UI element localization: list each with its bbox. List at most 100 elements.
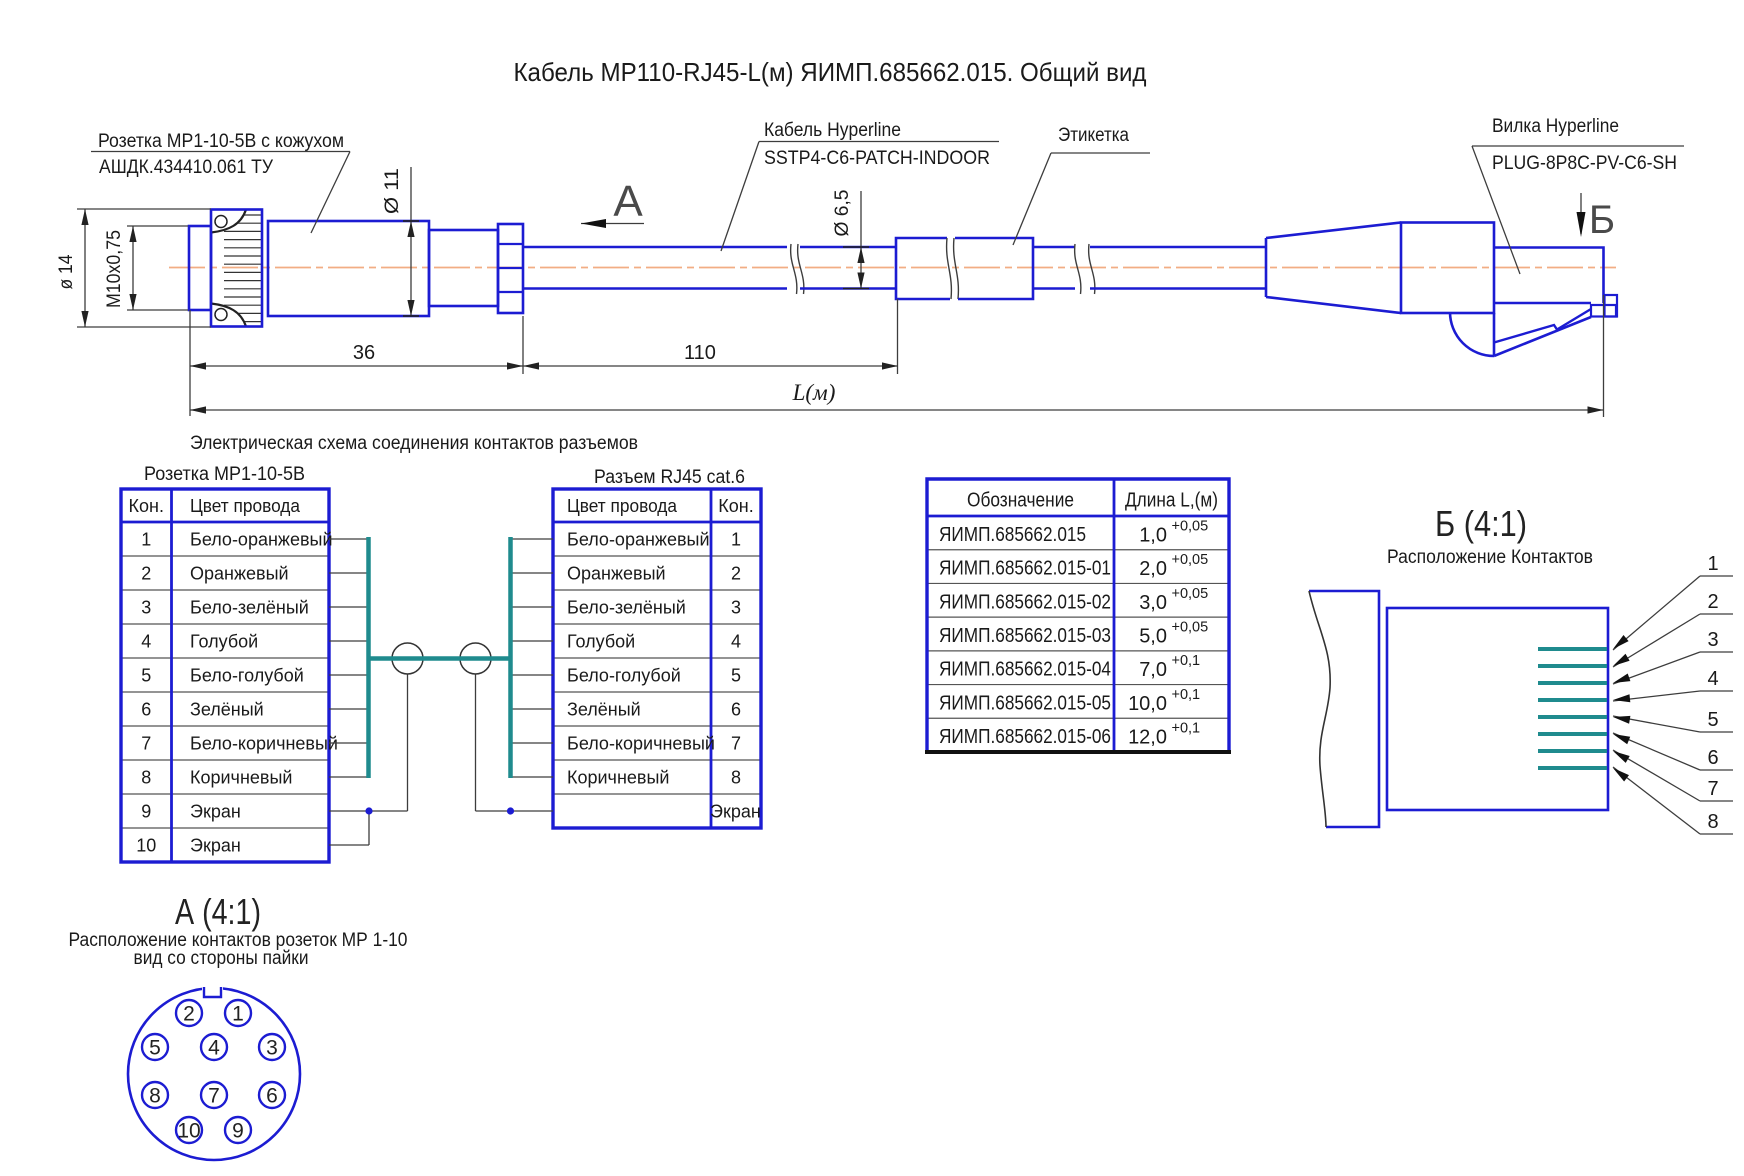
svg-text:3,0: 3,0 bbox=[1139, 592, 1167, 614]
svg-text:10,0: 10,0 bbox=[1128, 693, 1167, 715]
svg-text:Бело-голубой: Бело-голубой bbox=[567, 666, 681, 686]
svg-text:Расположение контактов розеток: Расположение контактов розеток МР 1-10 bbox=[69, 930, 408, 951]
svg-text:5: 5 bbox=[141, 666, 151, 686]
svg-text:+0,1: +0,1 bbox=[1172, 721, 1201, 737]
svg-text:Кабель Hyperline: Кабель Hyperline bbox=[764, 120, 901, 141]
svg-text:Электрическая схема соединения: Электрическая схема соединения контактов… bbox=[190, 433, 638, 454]
svg-text:Кон.: Кон. bbox=[718, 496, 753, 516]
svg-text:Экран: Экран bbox=[710, 802, 761, 822]
svg-text:3: 3 bbox=[731, 598, 741, 618]
svg-text:ЯИМП.685662.015: ЯИМП.685662.015 bbox=[939, 524, 1086, 546]
svg-text:8: 8 bbox=[1707, 811, 1718, 833]
svg-text:АШДК.434410.061 ТУ: АШДК.434410.061 ТУ bbox=[99, 157, 274, 178]
svg-text:Розетка МР1-10-5В с кожухом: Розетка МР1-10-5В с кожухом bbox=[98, 131, 344, 152]
svg-text:ЯИМП.685662.015-03: ЯИМП.685662.015-03 bbox=[939, 625, 1111, 647]
svg-text:+0,05: +0,05 bbox=[1172, 518, 1209, 534]
svg-text:12,0: 12,0 bbox=[1128, 727, 1167, 749]
svg-text:Этикетка: Этикетка bbox=[1058, 125, 1129, 146]
svg-text:Зелёный: Зелёный bbox=[567, 700, 641, 720]
svg-text:7: 7 bbox=[1707, 778, 1718, 800]
svg-text:вид со стороны пайки: вид со стороны пайки bbox=[134, 948, 309, 969]
svg-text:1: 1 bbox=[141, 530, 151, 550]
svg-text:Бело-оранжевый: Бело-оранжевый bbox=[190, 530, 333, 550]
svg-text:Бело-коричневый: Бело-коричневый bbox=[567, 734, 715, 754]
svg-text:+0,05: +0,05 bbox=[1172, 586, 1209, 602]
svg-text:Оранжевый: Оранжевый bbox=[567, 564, 666, 584]
svg-text:Кабель МР110-RJ45-L(м) ЯИМП.: Кабель МР110-RJ45-L(м) ЯИМП.685662.015. … bbox=[514, 57, 1147, 87]
svg-text:1,0: 1,0 bbox=[1139, 524, 1167, 546]
svg-text:Длина L,(м): Длина L,(м) bbox=[1125, 490, 1218, 512]
svg-text:Цвет провода: Цвет провода bbox=[190, 496, 301, 516]
svg-text:А: А bbox=[613, 177, 643, 226]
svg-text:Обозначение: Обозначение bbox=[967, 490, 1074, 512]
svg-text:Б (4:1): Б (4:1) bbox=[1435, 503, 1527, 544]
svg-text:1: 1 bbox=[1707, 553, 1718, 575]
svg-text:ЯИМП.685662.015-01: ЯИМП.685662.015-01 bbox=[939, 558, 1111, 580]
svg-text:5: 5 bbox=[731, 666, 741, 686]
svg-text:Голубой: Голубой bbox=[567, 632, 635, 652]
svg-text:1: 1 bbox=[232, 1003, 244, 1026]
svg-text:ЯИМП.685662.015-06: ЯИМП.685662.015-06 bbox=[939, 726, 1111, 748]
svg-text:Ø 6,5: Ø 6,5 bbox=[832, 190, 853, 237]
svg-text:7: 7 bbox=[141, 734, 151, 754]
svg-text:6: 6 bbox=[1707, 747, 1718, 769]
svg-text:3: 3 bbox=[1707, 629, 1718, 651]
svg-text:36: 36 bbox=[353, 342, 375, 364]
svg-text:6: 6 bbox=[731, 700, 741, 720]
svg-text:4: 4 bbox=[731, 632, 741, 652]
svg-text:Кон.: Кон. bbox=[129, 496, 164, 516]
svg-text:8: 8 bbox=[731, 768, 741, 788]
svg-text:Вилка Hyperline: Вилка Hyperline bbox=[1492, 116, 1619, 137]
svg-text:ЯИМП.685662.015-04: ЯИМП.685662.015-04 bbox=[939, 659, 1111, 681]
svg-text:4: 4 bbox=[141, 632, 151, 652]
svg-text:5: 5 bbox=[149, 1037, 161, 1060]
svg-text:9: 9 bbox=[141, 802, 151, 822]
svg-text:Экран: Экран bbox=[190, 802, 241, 822]
svg-text:8: 8 bbox=[149, 1085, 161, 1108]
svg-text:Ø 11: Ø 11 bbox=[382, 168, 403, 214]
svg-text:Экран: Экран bbox=[190, 836, 241, 856]
svg-text:Бело-оранжевый: Бело-оранжевый bbox=[567, 530, 710, 550]
svg-text:5: 5 bbox=[1707, 709, 1718, 731]
svg-text:2: 2 bbox=[1707, 591, 1718, 613]
svg-text:Розетка МР1-10-5В: Розетка МР1-10-5В bbox=[144, 464, 305, 485]
svg-text:М10х0,75: М10х0,75 bbox=[104, 230, 125, 308]
svg-text:8: 8 bbox=[141, 768, 151, 788]
svg-text:Цвет провода: Цвет провода bbox=[567, 496, 678, 516]
svg-text:Бело-зелёный: Бело-зелёный bbox=[190, 598, 309, 618]
svg-text:2,0: 2,0 bbox=[1139, 558, 1167, 580]
svg-text:3: 3 bbox=[141, 598, 151, 618]
svg-text:2: 2 bbox=[731, 564, 741, 584]
svg-text:2: 2 bbox=[141, 564, 151, 584]
svg-text:Бело-зелёный: Бело-зелёный bbox=[567, 598, 686, 618]
svg-text:А (4:1): А (4:1) bbox=[175, 891, 261, 932]
svg-text:+0,05: +0,05 bbox=[1172, 620, 1209, 636]
svg-text:+0,05: +0,05 bbox=[1172, 552, 1209, 568]
svg-text:4: 4 bbox=[208, 1037, 220, 1060]
svg-text:Бело-голубой: Бело-голубой bbox=[190, 666, 304, 686]
svg-text:1: 1 bbox=[731, 530, 741, 550]
svg-text:7: 7 bbox=[208, 1085, 220, 1108]
svg-text:Бело-коричневый: Бело-коричневый bbox=[190, 734, 338, 754]
svg-text:6: 6 bbox=[141, 700, 151, 720]
svg-text:Разъем RJ45 cat.6: Разъем RJ45 cat.6 bbox=[594, 467, 745, 488]
svg-text:ЯИМП.685662.015-02: ЯИМП.685662.015-02 bbox=[939, 591, 1111, 613]
svg-text:ø 14: ø 14 bbox=[56, 254, 77, 289]
svg-text:7: 7 bbox=[731, 734, 741, 754]
svg-text:Зелёный: Зелёный bbox=[190, 700, 264, 720]
svg-text:Б: Б bbox=[1589, 198, 1615, 242]
svg-text:PLUG-8P8C-PV-C6-SH: PLUG-8P8C-PV-C6-SH bbox=[1492, 153, 1677, 174]
svg-text:5,0: 5,0 bbox=[1139, 626, 1167, 648]
svg-text:+0,1: +0,1 bbox=[1172, 687, 1201, 703]
svg-text:7,0: 7,0 bbox=[1139, 659, 1167, 681]
svg-text:SSTP4-C6-PATCH-INDOOR: SSTP4-C6-PATCH-INDOOR bbox=[764, 148, 990, 169]
svg-text:9: 9 bbox=[232, 1120, 244, 1143]
svg-text:4: 4 bbox=[1707, 668, 1718, 690]
svg-text:Оранжевый: Оранжевый bbox=[190, 564, 289, 584]
svg-text:110: 110 bbox=[684, 342, 716, 364]
svg-text:+0,1: +0,1 bbox=[1172, 653, 1201, 669]
svg-text:Голубой: Голубой bbox=[190, 632, 258, 652]
svg-text:ЯИМП.685662.015-05: ЯИМП.685662.015-05 bbox=[939, 692, 1111, 714]
svg-text:Расположение Контактов: Расположение Контактов bbox=[1387, 547, 1593, 568]
svg-text:Коричневый: Коричневый bbox=[190, 768, 292, 788]
